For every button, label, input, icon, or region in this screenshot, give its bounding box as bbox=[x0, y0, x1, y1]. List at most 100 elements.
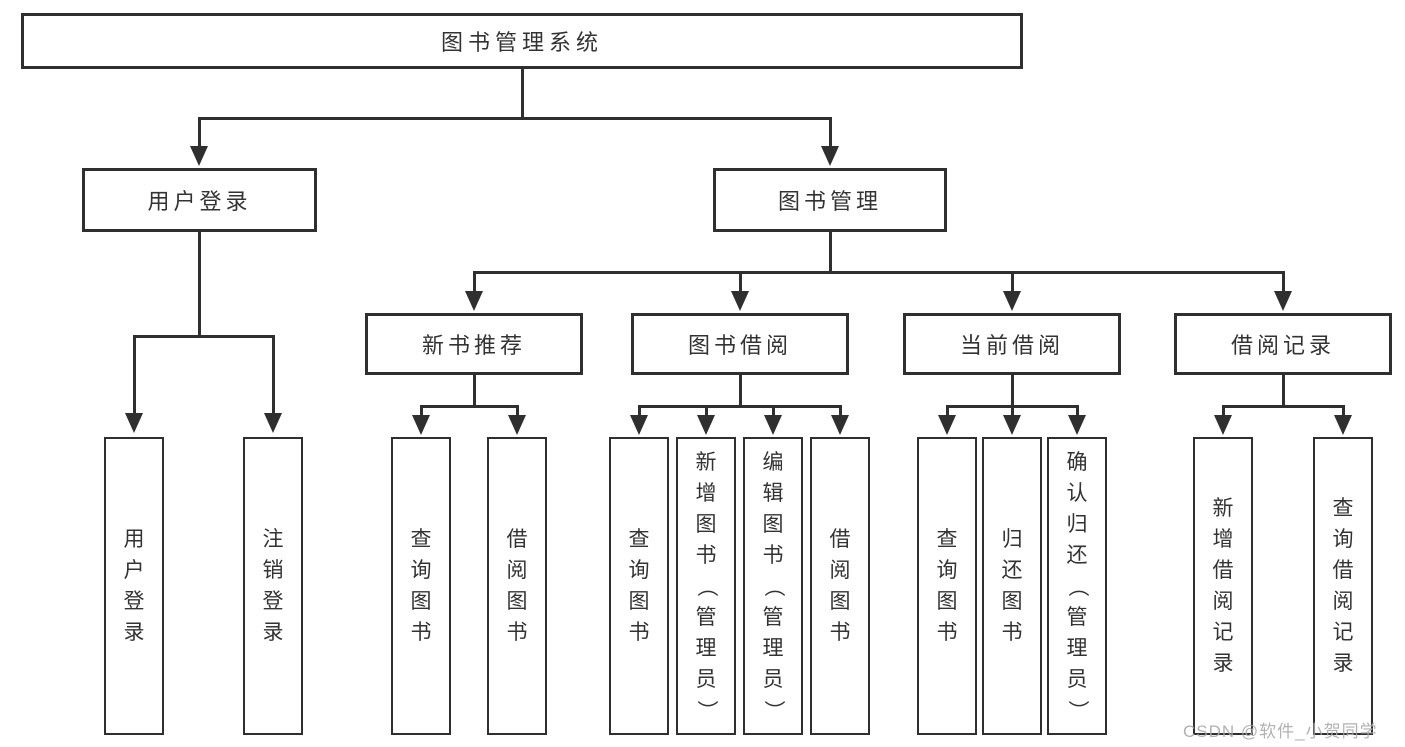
vertical-char: 员 bbox=[695, 667, 717, 691]
node-book-management: 图书管理 bbox=[713, 168, 947, 232]
connector-line-vertical bbox=[197, 118, 201, 150]
vertical-char: 还 bbox=[1066, 543, 1088, 567]
vertical-char: 图 bbox=[410, 590, 432, 613]
vertical-char: 录 bbox=[1212, 652, 1234, 675]
node-new-book-recommendation: 新书推荐 bbox=[365, 313, 583, 375]
vertical-char: 阅 bbox=[506, 559, 528, 582]
vertical-char: 书 bbox=[628, 621, 650, 644]
node-label: 编辑图书（管理员） bbox=[745, 439, 801, 733]
node-edit-books-admin: 编辑图书（管理员） bbox=[743, 437, 803, 735]
vertical-char: （ bbox=[1065, 575, 1089, 597]
arrow-down-icon bbox=[190, 146, 208, 166]
vertical-char: 询 bbox=[410, 559, 432, 582]
connector-line-vertical bbox=[738, 375, 742, 406]
connector-line-vertical bbox=[945, 406, 949, 419]
vertical-char: 记 bbox=[1332, 621, 1354, 644]
node-borrow-books-recommend: 借阅图书 bbox=[487, 437, 547, 735]
node-label: 图书管理 bbox=[777, 189, 882, 214]
vertical-char: 归 bbox=[1066, 512, 1088, 536]
arrow-down-icon bbox=[508, 415, 526, 435]
node-library-management-system: 图书管理系统 bbox=[21, 13, 1023, 69]
node-query-books-recommend: 查询图书 bbox=[391, 437, 451, 735]
node-label: 注销登录 bbox=[245, 439, 301, 733]
vertical-char: 图 bbox=[1001, 590, 1023, 613]
connector-line-horizontal bbox=[197, 116, 832, 120]
arrow-down-icon bbox=[764, 415, 782, 435]
node-borrow-books-leaf: 借阅图书 bbox=[810, 437, 870, 735]
node-user-login: 用户登录 bbox=[82, 168, 317, 232]
connector-line-vertical bbox=[637, 406, 641, 419]
node-label: 借阅图书 bbox=[812, 439, 868, 733]
connector-line-vertical bbox=[1010, 272, 1014, 295]
node-label: 新书推荐 bbox=[421, 333, 526, 358]
connector-line-vertical bbox=[132, 336, 136, 417]
node-current-borrowing: 当前借阅 bbox=[903, 313, 1121, 375]
node-book-borrowing: 图书借阅 bbox=[631, 313, 849, 375]
vertical-char: 书 bbox=[829, 621, 851, 644]
node-label: 查询图书 bbox=[611, 439, 667, 733]
connector-line-vertical bbox=[738, 272, 742, 295]
connector-line-horizontal bbox=[637, 404, 842, 408]
vertical-char: 借 bbox=[1212, 559, 1234, 582]
arrow-down-icon bbox=[1214, 415, 1232, 435]
node-user-login-leaf: 用户登录 bbox=[104, 437, 164, 735]
node-logout: 注销登录 bbox=[243, 437, 303, 735]
vertical-char: 注 bbox=[262, 528, 284, 551]
connector-line-vertical bbox=[271, 336, 275, 417]
connector-line-vertical bbox=[828, 118, 832, 150]
arrow-down-icon bbox=[1003, 291, 1021, 311]
connector-line-vertical bbox=[520, 69, 524, 118]
vertical-char: （ bbox=[694, 575, 718, 597]
vertical-char: 辑 bbox=[762, 481, 784, 505]
vertical-char: 查 bbox=[410, 528, 432, 551]
vertical-char: 户 bbox=[123, 559, 145, 582]
vertical-char: 编 bbox=[762, 450, 784, 474]
arrow-down-icon bbox=[630, 415, 648, 435]
vertical-char: 用 bbox=[123, 528, 145, 551]
vertical-char: 新 bbox=[1212, 497, 1234, 520]
vertical-char: 认 bbox=[1066, 481, 1088, 505]
vertical-char: 录 bbox=[262, 621, 284, 644]
arrow-down-icon bbox=[465, 291, 483, 311]
arrow-down-icon bbox=[1334, 415, 1352, 435]
node-label: 新增借阅记录 bbox=[1195, 439, 1251, 733]
arrow-down-icon bbox=[831, 415, 849, 435]
vertical-char: 书 bbox=[410, 621, 432, 644]
connector-line-vertical bbox=[1221, 406, 1225, 419]
vertical-char: 书 bbox=[695, 543, 717, 567]
vertical-char: 登 bbox=[123, 590, 145, 613]
connector-line-vertical bbox=[1010, 375, 1014, 406]
arrow-down-icon bbox=[125, 413, 143, 433]
connector-line-vertical bbox=[515, 406, 519, 419]
vertical-char: 询 bbox=[936, 559, 958, 582]
arrow-down-icon bbox=[1274, 291, 1292, 311]
vertical-char: 销 bbox=[262, 559, 284, 582]
arrow-down-icon bbox=[821, 146, 839, 166]
arrow-down-icon bbox=[412, 415, 430, 435]
vertical-char: 图 bbox=[695, 512, 717, 536]
vertical-char: 图 bbox=[936, 590, 958, 613]
vertical-char: 理 bbox=[762, 636, 784, 660]
node-query-books-borrow: 查询图书 bbox=[609, 437, 669, 735]
vertical-char: 登 bbox=[262, 590, 284, 613]
arrow-down-icon bbox=[731, 291, 749, 311]
node-add-borrow-record: 新增借阅记录 bbox=[1193, 437, 1253, 735]
connector-line-vertical bbox=[1281, 375, 1285, 406]
vertical-char: 查 bbox=[628, 528, 650, 551]
vertical-char: 增 bbox=[695, 481, 717, 505]
connector-line-horizontal bbox=[1221, 404, 1345, 408]
connector-line-vertical bbox=[771, 406, 775, 419]
node-label: 借阅图书 bbox=[489, 439, 545, 733]
node-label: 新增图书（管理员） bbox=[678, 439, 734, 733]
arrow-down-icon bbox=[1003, 415, 1021, 435]
vertical-char: 归 bbox=[1001, 528, 1023, 551]
node-label: 当前借阅 bbox=[959, 333, 1064, 358]
vertical-char: ） bbox=[761, 699, 785, 721]
node-add-books-admin: 新增图书（管理员） bbox=[676, 437, 736, 735]
node-label: 借阅记录 bbox=[1230, 333, 1335, 358]
vertical-char: 员 bbox=[1066, 667, 1088, 691]
arrow-down-icon bbox=[697, 415, 715, 435]
vertical-char: 管 bbox=[1066, 605, 1088, 629]
vertical-char: 确 bbox=[1066, 450, 1088, 474]
